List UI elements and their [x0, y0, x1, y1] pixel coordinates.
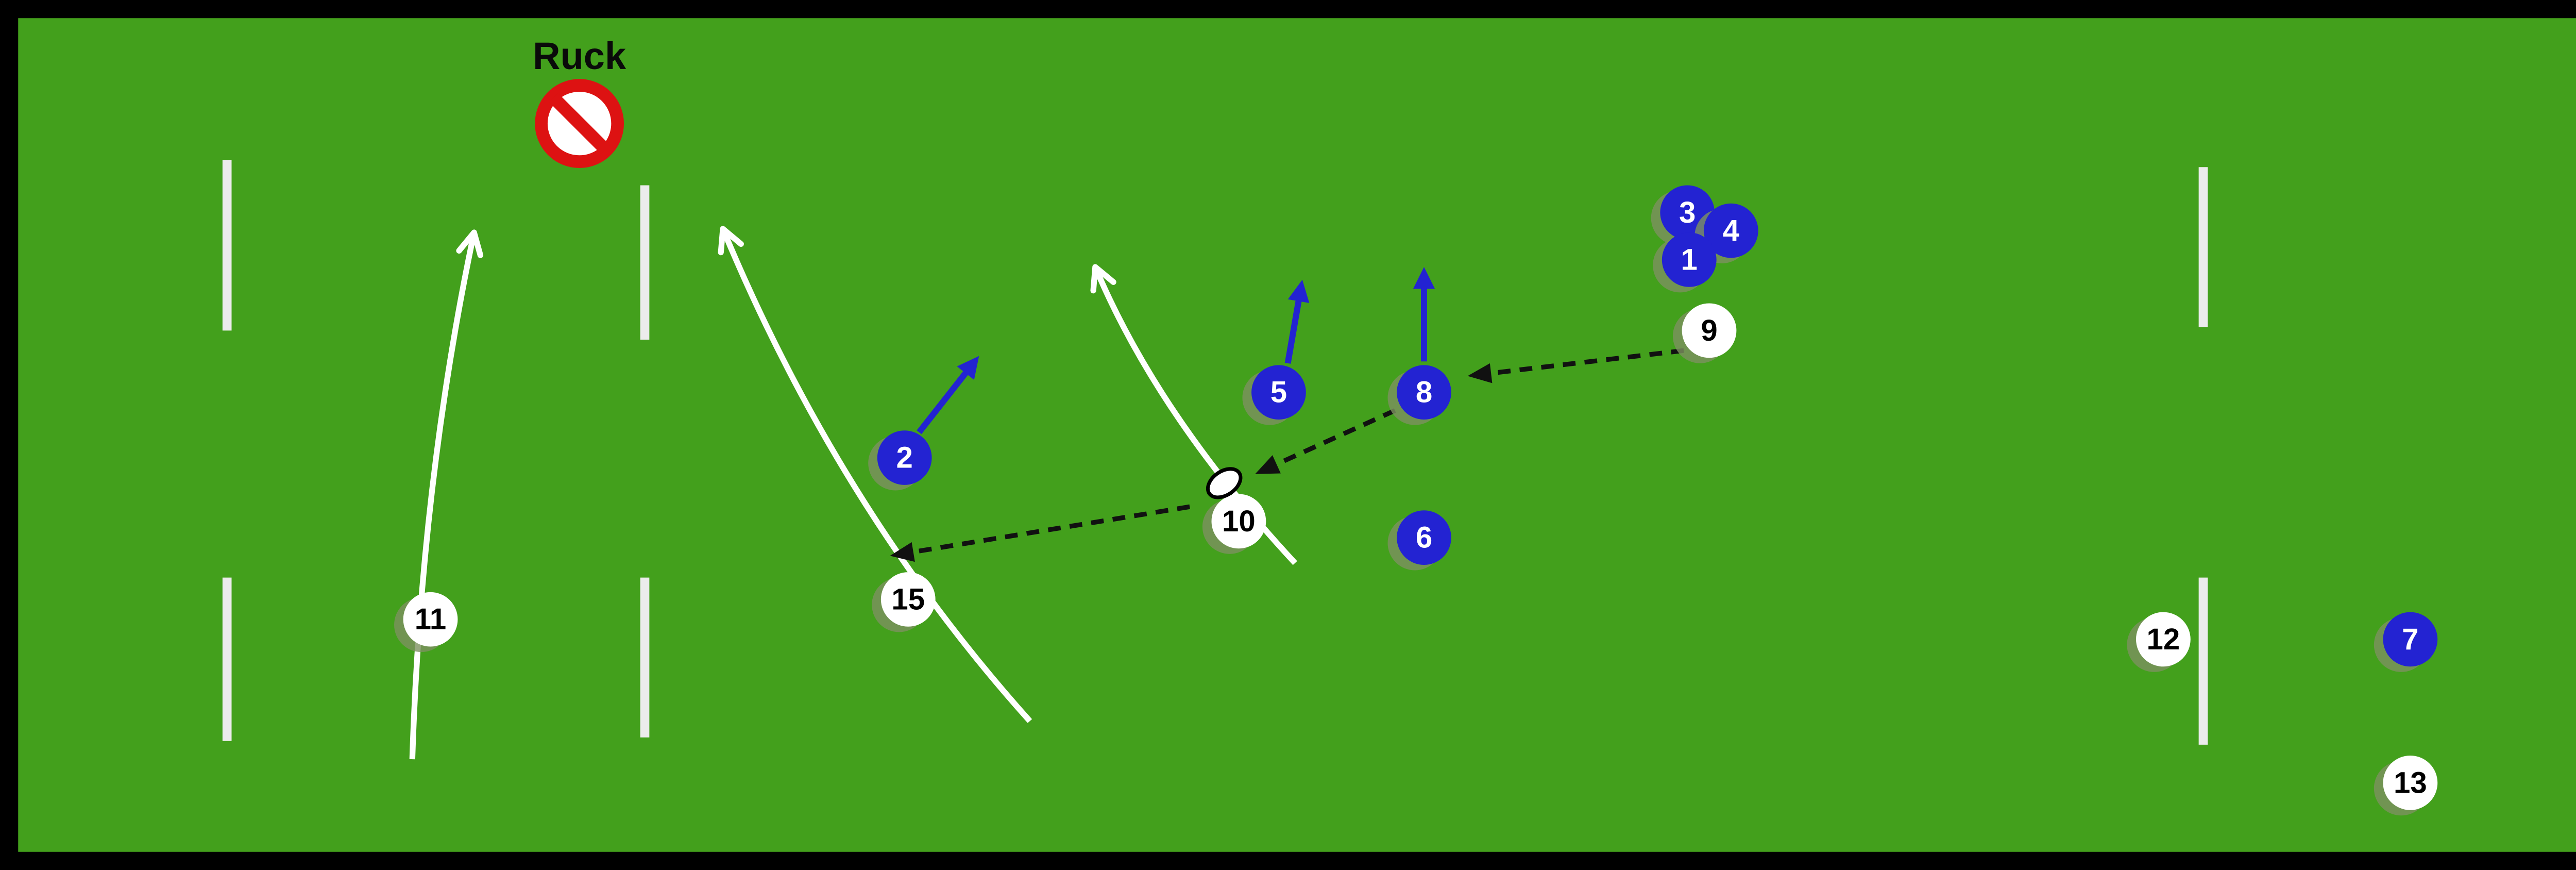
- player-number: 9: [1701, 314, 1717, 347]
- run-path-white: [409, 231, 477, 760]
- pass-arrow-line: [900, 504, 1190, 557]
- players-layer: 341258679101511121314: [394, 185, 2438, 816]
- player-blue-7: 7: [2374, 612, 2438, 672]
- player-blue-1: 1: [1653, 232, 1717, 293]
- player-number: 7: [2402, 623, 2418, 656]
- player-number: 10: [1222, 505, 1256, 538]
- player-white-11: 11: [394, 592, 458, 652]
- player-blue-5: 5: [1242, 365, 1306, 425]
- player-circle: [2136, 612, 2191, 667]
- field-markings-layer: [222, 160, 2208, 745]
- ruck-label: Ruck: [533, 35, 626, 77]
- player-white-12: 12: [2127, 612, 2191, 672]
- player-circle: [1397, 510, 1451, 565]
- player-number: 4: [1723, 214, 1740, 247]
- run-path-white: [720, 227, 1032, 723]
- ball-layer: [1206, 467, 1243, 499]
- pass-arrow-line: [1264, 408, 1396, 472]
- pass-arrowhead: [1467, 363, 1493, 383]
- icons-layer: [535, 79, 624, 168]
- player-circle: [1703, 203, 1758, 258]
- run-arrowhead-blue: [1413, 267, 1435, 289]
- pass-arrows-layer: [890, 348, 1684, 562]
- player-number: 5: [1270, 376, 1287, 409]
- player-number: 1: [1681, 243, 1698, 276]
- player-number: 13: [2394, 766, 2427, 799]
- run-arrow-blue: [917, 361, 976, 434]
- player-number: 15: [891, 582, 925, 616]
- player-circle: [1662, 232, 1717, 287]
- player-circle: [2383, 612, 2438, 667]
- field: [18, 18, 2576, 852]
- run-arrowhead: [1090, 264, 1116, 294]
- player-circle: [2383, 755, 2438, 810]
- run-arrowhead: [718, 226, 744, 256]
- pass-arrowhead: [1255, 455, 1281, 474]
- player-white-13: 13: [2374, 755, 2438, 816]
- rugby-ball-icon: [1206, 467, 1243, 499]
- player-number: 11: [415, 603, 446, 636]
- player-white-15: 15: [872, 572, 936, 632]
- player-number: 3: [1679, 196, 1696, 229]
- player-blue-2: 2: [868, 430, 932, 491]
- no-entry-slash: [549, 93, 610, 154]
- player-circle: [1397, 365, 1451, 420]
- player-blue-6: 6: [1387, 510, 1451, 571]
- player-white-9: 9: [1672, 303, 1737, 363]
- run-arrowhead: [456, 229, 484, 258]
- player-blue-8: 8: [1387, 365, 1451, 425]
- player-blue-4: 4: [1694, 203, 1758, 263]
- player-white-10: 10: [1202, 494, 1266, 554]
- player-number: 12: [2147, 623, 2180, 656]
- player-blue-3: 3: [1651, 185, 1715, 245]
- player-circle: [1211, 494, 1266, 549]
- no-entry-icon: [535, 79, 624, 168]
- player-circle: [1682, 303, 1737, 358]
- player-circle: [880, 572, 936, 627]
- player-number: 6: [1416, 521, 1432, 555]
- run-arrowhead-blue: [1287, 279, 1310, 303]
- player-circle: [403, 592, 458, 647]
- player-number: 8: [1416, 376, 1432, 409]
- player-circle: [877, 430, 932, 485]
- ball-shape: [1206, 467, 1243, 499]
- pass-arrow-line: [1478, 348, 1684, 377]
- run-arrowhead-blue: [957, 356, 979, 380]
- player-number: 2: [896, 441, 913, 475]
- player-circle: [1251, 365, 1306, 420]
- pass-arrowhead: [890, 542, 915, 562]
